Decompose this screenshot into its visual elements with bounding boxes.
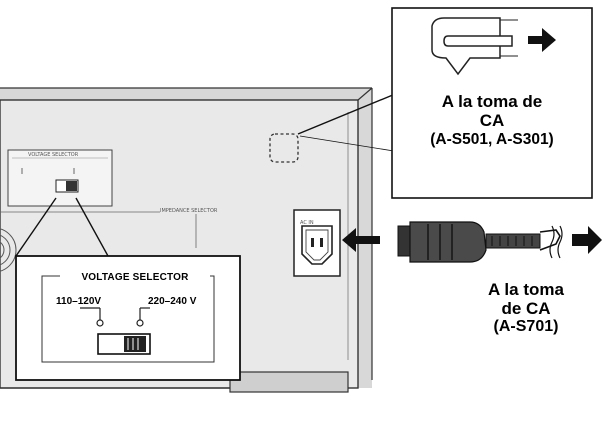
voltage-selector-title: VOLTAGE SELECTOR [60,272,210,283]
ac-inlet [293,209,341,277]
label-top-line3: (A-S501, A-S301) [430,131,554,149]
label-top-line2: CA [479,111,505,131]
label-outlet-top: A la toma de CA (A-S501, A-S301) [392,92,592,148]
panel-voltage-selector [7,149,113,207]
arrow-right-icon [572,226,602,254]
label-top-line1: A la toma de [441,92,543,111]
voltage-option-high: 220–240 V [148,296,197,307]
voltage-option-low: 110–120V [56,296,102,307]
dashed-outlet-marker [269,133,299,163]
label-right-line1: A la toma [488,280,564,299]
label-outlet-right: A la toma de CA (A-S701) [448,280,604,336]
power-cord-plug [342,221,602,263]
outlet-callout [297,7,593,199]
arrow-right-icon [528,28,556,52]
label-right-line3: (A-S701) [493,318,559,336]
label-right-line2: de CA [501,299,551,319]
